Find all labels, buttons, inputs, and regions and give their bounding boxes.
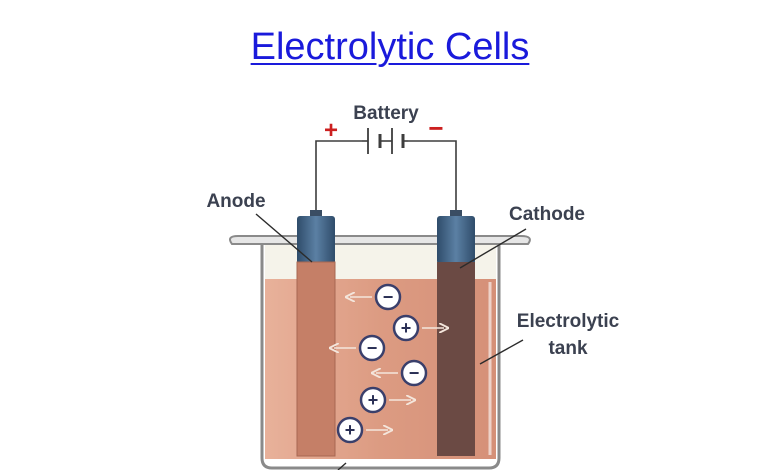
battery-symbol <box>362 128 408 154</box>
negative-ion: − <box>334 334 386 362</box>
ion-circle <box>359 386 387 414</box>
ion-circle <box>374 283 402 311</box>
ion-circle <box>400 359 428 387</box>
tank-leader-line <box>479 339 524 365</box>
ions-layer: −+−−++ <box>334 283 444 444</box>
ion-circle <box>336 416 364 444</box>
ion-charge: − <box>383 287 394 307</box>
anode-leader-line <box>255 213 313 263</box>
tank-label-line2: tank <box>548 338 588 359</box>
anode-label: Anode <box>206 191 265 212</box>
positive-ion: + <box>392 314 444 342</box>
battery-label: Battery <box>353 103 419 124</box>
ion-charge: − <box>409 363 420 383</box>
ion-circle <box>358 334 386 362</box>
cathode-label: Cathode <box>509 204 585 225</box>
ion-circle <box>392 314 420 342</box>
positive-terminal-sign: + <box>324 117 338 144</box>
anode-electrode <box>296 210 336 457</box>
ion-charge: + <box>368 390 379 410</box>
negative-terminal-sign: − <box>428 113 443 143</box>
negative-ion: − <box>376 359 428 387</box>
tank-label-line1: Electrolytic <box>517 311 620 332</box>
cathode-leader-line <box>459 228 527 269</box>
negative-ion: − <box>350 283 402 311</box>
tank-wall <box>260 244 501 470</box>
positive-ion: + <box>359 386 411 414</box>
circuit-wires <box>315 140 457 212</box>
positive-ion: + <box>336 416 388 444</box>
cathode-electrode <box>437 210 475 456</box>
page-title[interactable]: Electrolytic Cells <box>250 26 530 68</box>
bottom-leader-line <box>337 462 347 470</box>
ion-charge: + <box>401 318 412 338</box>
ion-charge: − <box>367 338 378 358</box>
tank-rim <box>229 235 531 245</box>
title-container: Electrolytic Cells <box>0 26 780 69</box>
ion-charge: + <box>345 420 356 440</box>
